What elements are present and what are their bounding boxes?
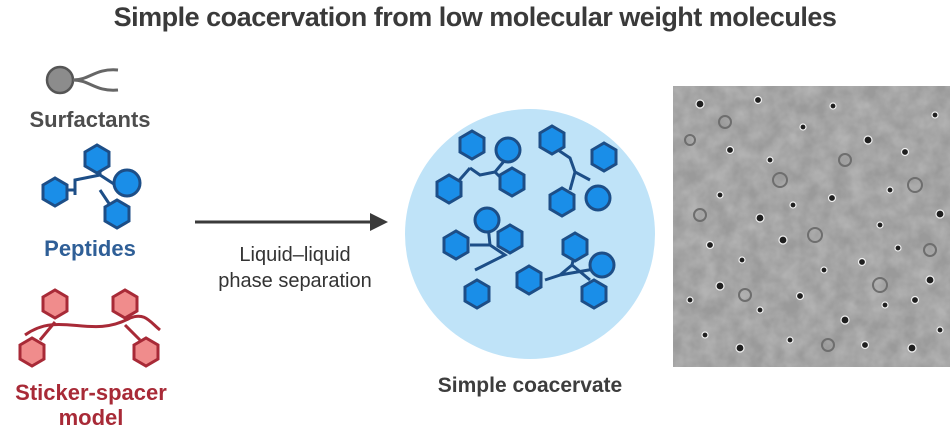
peptides-label: Peptides (44, 236, 136, 261)
sticker-spacer-icon (18, 288, 161, 368)
peptide-icon (41, 143, 142, 230)
coacervate-droplet (405, 109, 655, 359)
coacervate-label: Simple coacervate (437, 374, 623, 397)
micrograph-image (673, 86, 950, 367)
droplet-peptide-3 (442, 206, 524, 310)
droplet-peptide-1 (435, 129, 526, 205)
page-title: Simple coacervation from low molecular w… (113, 2, 837, 32)
arrow-label-line1: Liquid–liquid (239, 244, 351, 266)
arrow-label-line2: phase separation (218, 270, 372, 292)
sticker-spacer-label-line1: Sticker-spacer (15, 380, 167, 405)
surfactant-icon (45, 65, 119, 95)
surfactants-label: Surfactants (29, 107, 151, 132)
sticker-spacer-label: Sticker-spacer model (0, 380, 182, 430)
droplet-peptide-2 (538, 124, 618, 218)
sticker-spacer-label-line2: model (58, 405, 124, 430)
arrow-label: Liquid–liquid phase separation (183, 242, 407, 294)
droplet-peptide-4 (515, 231, 616, 310)
process-arrow (195, 213, 388, 231)
